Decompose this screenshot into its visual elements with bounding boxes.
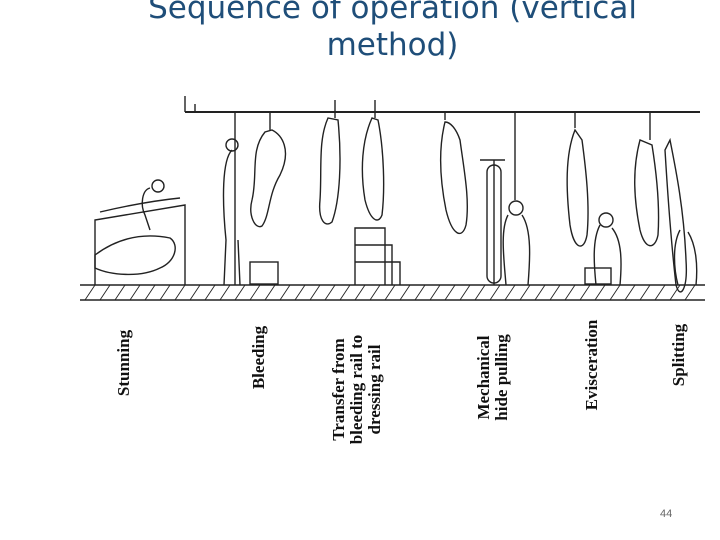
carcass-3 xyxy=(361,117,385,221)
bleeding-trough xyxy=(249,261,279,285)
stage-label-stunning: Stunning xyxy=(114,329,133,397)
evisceration-table xyxy=(584,267,612,285)
carcass-4 xyxy=(439,121,468,235)
stage-label-evisceration: Evisceration xyxy=(582,319,601,411)
carcass-5 xyxy=(566,128,589,247)
carcass-2 xyxy=(318,117,341,225)
operator-2 xyxy=(502,214,531,286)
floor-hatching xyxy=(84,284,696,301)
carcass-1 xyxy=(250,129,287,228)
carcass-7 xyxy=(664,137,688,293)
stunned-animal xyxy=(94,235,176,276)
title-line-1: Sequence of operation (vertical xyxy=(148,0,637,26)
stunning-operator xyxy=(141,187,151,231)
hide-puller-frame xyxy=(480,159,505,285)
page-number: 44 xyxy=(660,508,673,520)
operator-3 xyxy=(593,224,622,286)
stage-label-hide-pulling: Mechanical hide pulling xyxy=(474,334,511,421)
carcass-6 xyxy=(634,139,660,247)
floor xyxy=(80,284,705,301)
stage-label-bleeding: Bleeding xyxy=(249,325,268,390)
title-line-2: method) xyxy=(326,27,459,63)
stunning-pen xyxy=(94,197,186,285)
stage-label-transfer: Transfer from bleeding rail to dressing … xyxy=(329,334,384,445)
operator-1 xyxy=(222,149,241,286)
slide-title: Sequence of operation (vertical method) xyxy=(0,0,720,64)
transfer-steps xyxy=(354,227,401,285)
stage-label-splitting: Splitting xyxy=(669,323,688,387)
operator-4 xyxy=(673,229,698,286)
rail-post xyxy=(184,96,196,112)
